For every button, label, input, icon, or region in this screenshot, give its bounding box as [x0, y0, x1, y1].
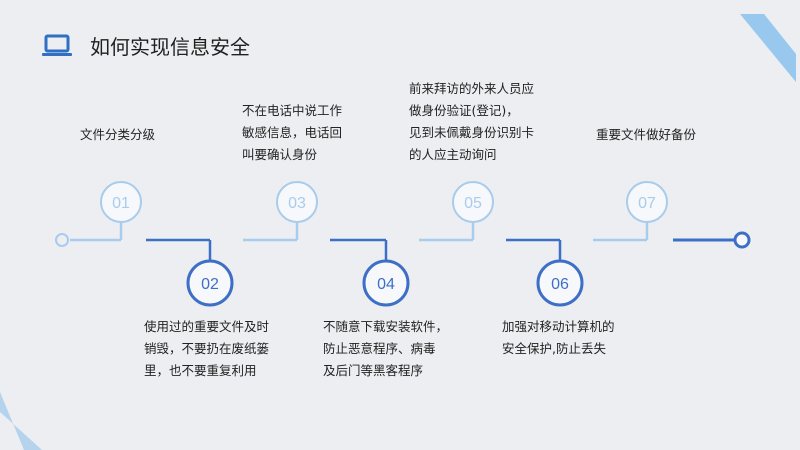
- step-number-01: 01: [112, 195, 130, 212]
- step-number-07: 07: [638, 195, 656, 212]
- step-05-text: 前来拜访的外来人员应 做身份验证(登记)， 见到未佩戴身份识别卡 的人应主动询问: [409, 81, 535, 162]
- step-circle-06: [536, 259, 584, 307]
- step-circle-02: [186, 259, 234, 307]
- step-circle-05: [452, 181, 494, 223]
- step-02-text: 使用过的重要文件及时 销毁，不要扔在废纸篓 里，也不要重复利用: [144, 319, 270, 378]
- step-circle-01: [100, 181, 142, 223]
- step-number-03: 03: [288, 195, 306, 212]
- step-number-04: 04: [377, 276, 395, 293]
- step-06-text: 加强对移动计算机的 安全保护,防止丢失: [502, 319, 615, 356]
- step-circle-03: [276, 181, 318, 223]
- step-number-02: 02: [201, 276, 219, 293]
- step-07-text: 重要文件做好备份: [596, 127, 697, 142]
- step-01-text: 文件分类分级: [80, 127, 156, 142]
- step-03-text: 不在电话中说工作 敏感信息，电话回 叫要确认身份: [242, 103, 343, 162]
- step-number-06: 06: [551, 276, 569, 293]
- timeline-end-dot: [733, 231, 751, 249]
- page-title: 如何实现信息安全: [90, 35, 250, 59]
- step-04-text: 不随意下载安装软件， 防止恶意程序、病毒 及后门等黑客程序: [323, 319, 449, 378]
- timeline-start-dot: [55, 233, 69, 247]
- step-circle-07: [626, 181, 668, 223]
- step-number-05: 05: [464, 195, 482, 212]
- step-circle-04: [362, 259, 410, 307]
- laptop-icon: [42, 34, 72, 56]
